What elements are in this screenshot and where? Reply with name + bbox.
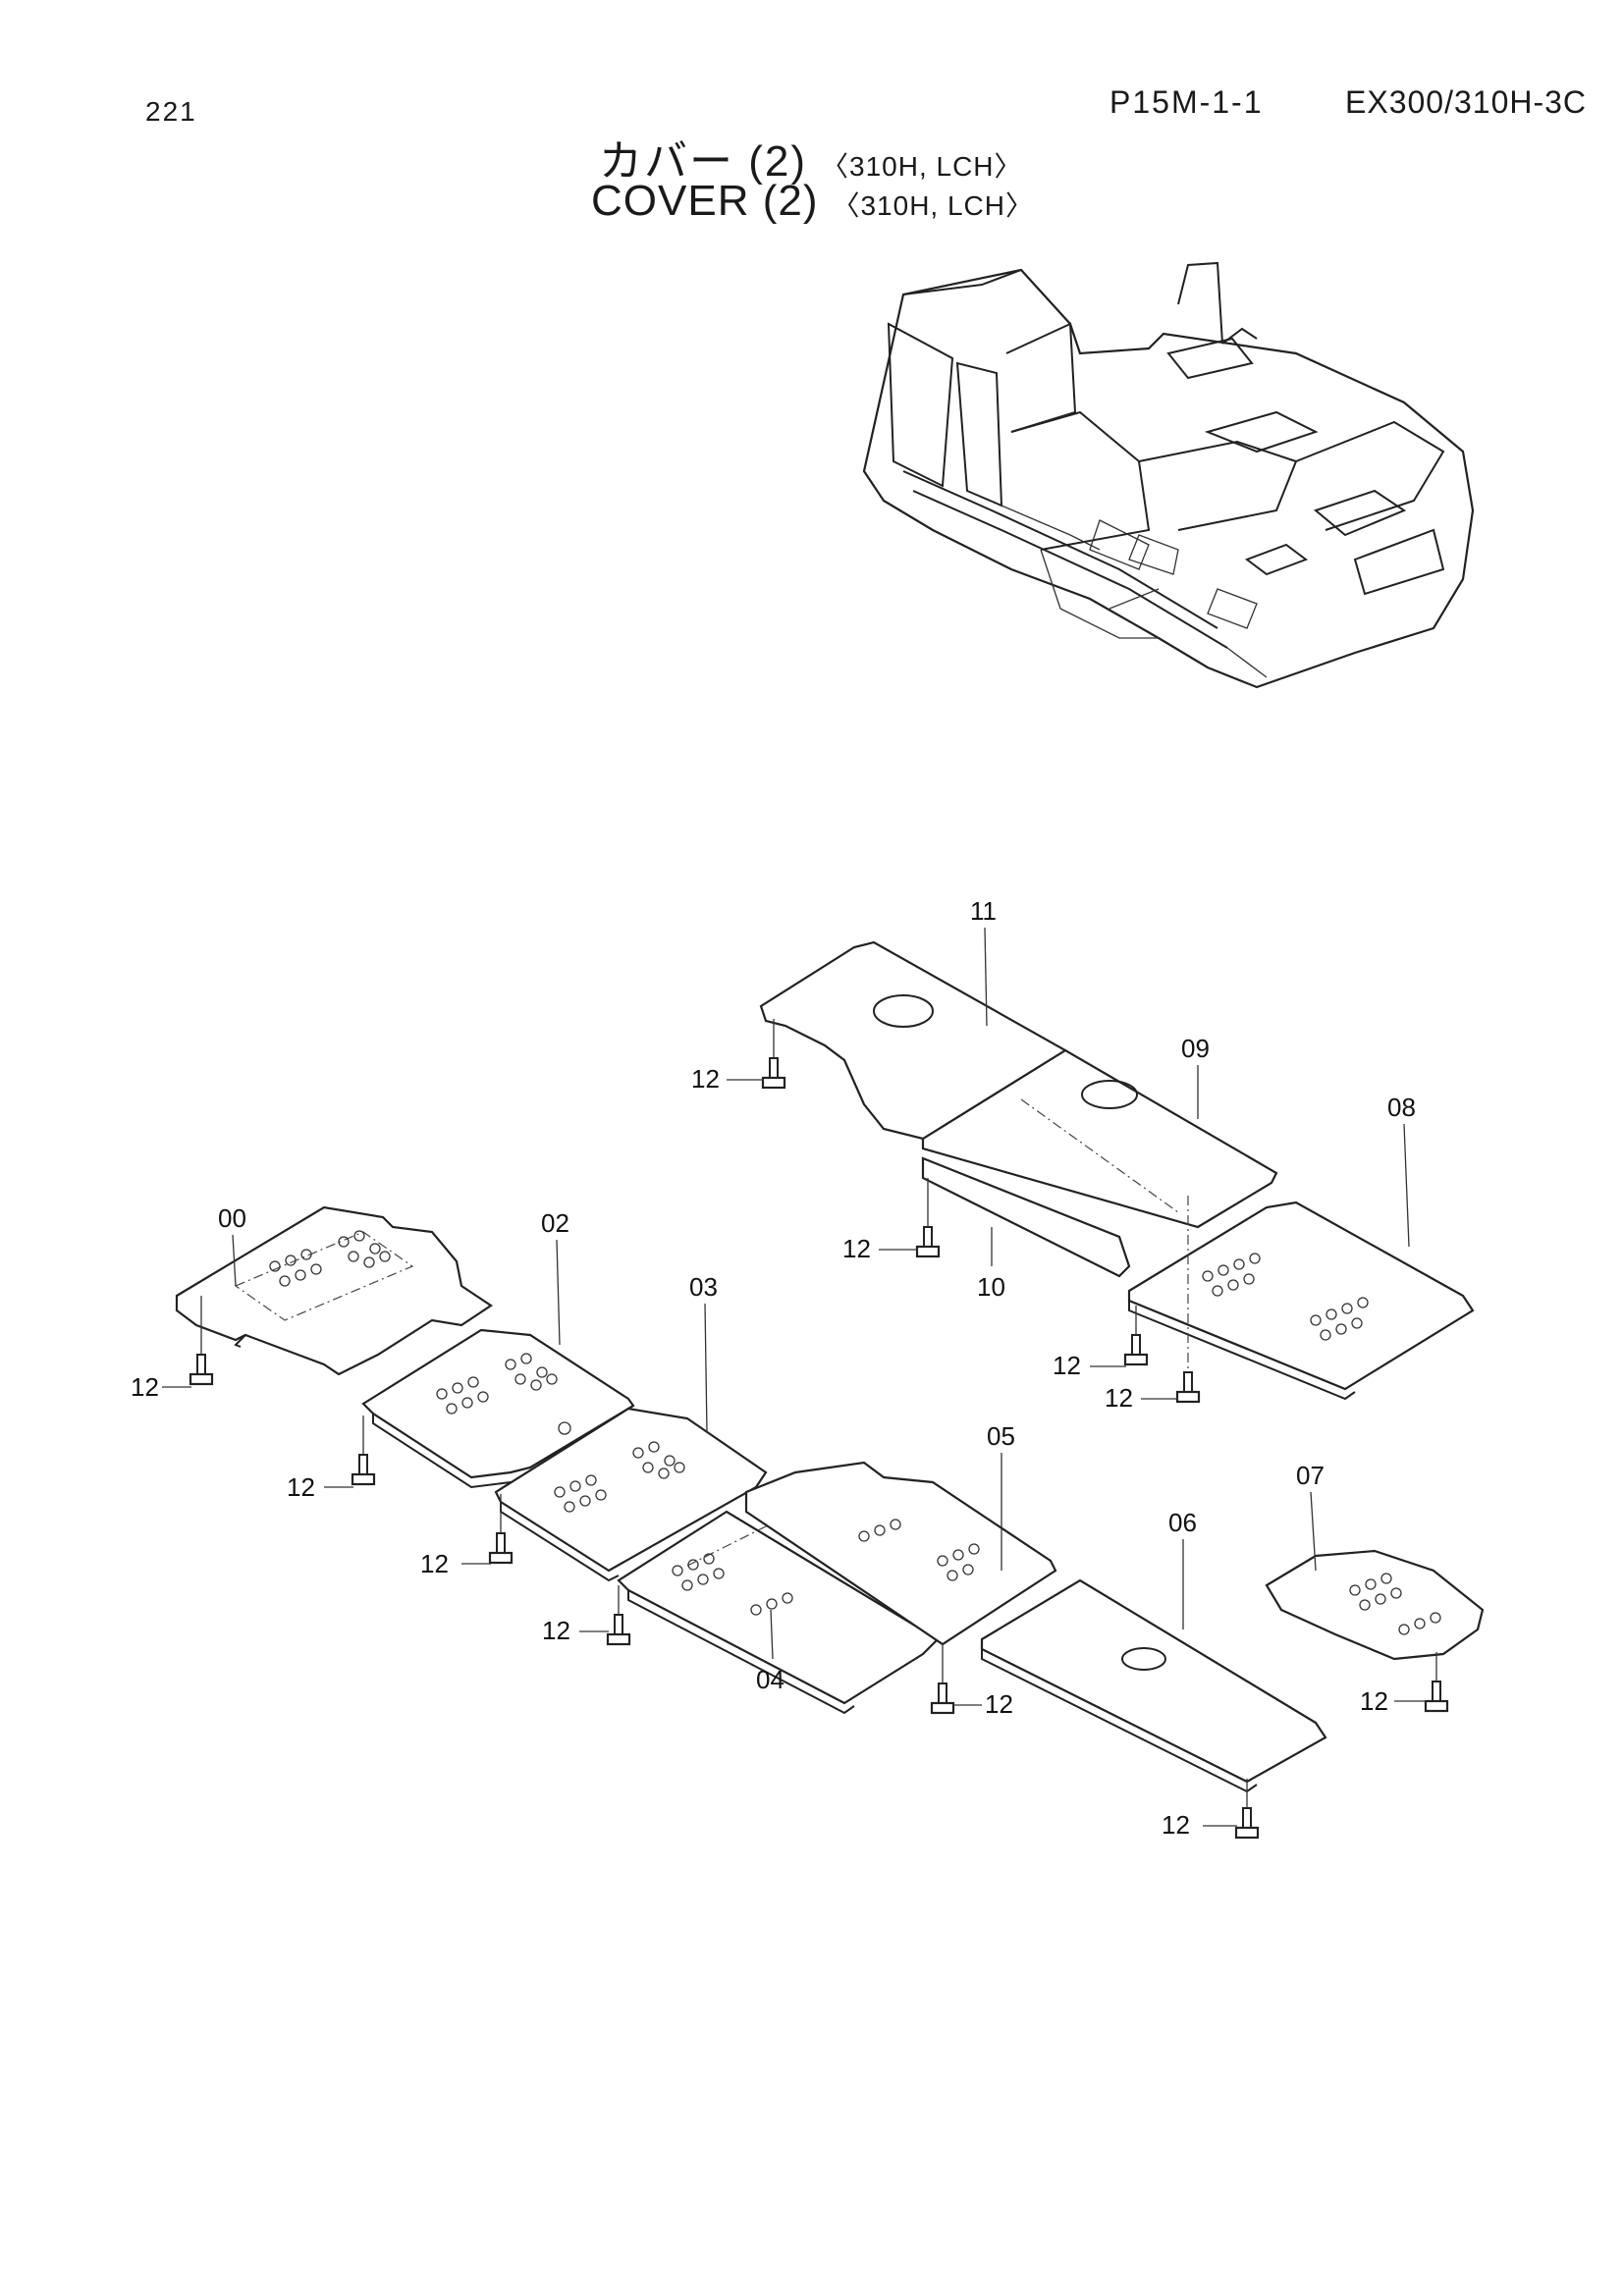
bolt-icon (606, 1585, 631, 1646)
callout-12: 12 (985, 1689, 1013, 1719)
title-english: COVER (2) 〈310H, LCH〉 (591, 177, 1034, 226)
bolt-icon (761, 1019, 786, 1090)
title-english-text: COVER (2) (591, 177, 819, 225)
bolt-icon (189, 1296, 214, 1386)
callout-11: 11 (970, 896, 997, 926)
bolt-icon (351, 1415, 376, 1486)
callout-12: 12 (1162, 1810, 1190, 1840)
callout-05: 05 (987, 1421, 1015, 1451)
callout-07: 07 (1296, 1461, 1325, 1490)
bolts-part-12 (189, 1019, 1449, 1840)
callout-12: 12 (420, 1549, 449, 1578)
bolt-icon (1123, 1306, 1149, 1366)
panel-part-10 (921, 1156, 1131, 1278)
bolt-icon (1234, 1779, 1260, 1840)
bolt-icon (930, 1644, 955, 1715)
panel-part-05 (744, 1461, 1057, 1646)
title-japanese: カバー (2) 〈310H, LCH〉 (599, 126, 1023, 188)
panel-part-11 (759, 940, 1068, 1141)
title-japanese-text: カバー (2) (599, 137, 807, 186)
section-code: P15M-1-1 (1109, 84, 1264, 120)
callout-02: 02 (541, 1208, 569, 1238)
callout-00: 00 (218, 1203, 246, 1233)
leader-lines (162, 927, 1427, 1827)
callout-08: 08 (1387, 1093, 1416, 1122)
panel-part-06 (980, 1578, 1327, 1793)
callout-04: 04 (756, 1665, 784, 1694)
panel-part-02 (361, 1328, 635, 1489)
panel-part-04 (617, 1510, 940, 1715)
callout-12: 12 (842, 1234, 871, 1263)
callout-10: 10 (977, 1272, 1005, 1302)
callout-12: 12 (131, 1372, 159, 1402)
panel-part-07 (1265, 1549, 1485, 1661)
bolt-icon (915, 1178, 941, 1258)
bolt-icon (488, 1494, 514, 1565)
callout-06: 06 (1168, 1508, 1197, 1537)
bolt-icon (1424, 1652, 1449, 1713)
machine-model: EX300/310H-3C (1345, 84, 1588, 120)
title-english-variant: 〈310H, LCH〉 (832, 190, 1034, 221)
callout-12: 12 (1053, 1351, 1081, 1380)
callout-12: 12 (691, 1064, 720, 1094)
page-number: 221 (145, 96, 197, 127)
callout-labels: 00 02 03 04 05 06 07 08 09 10 11 12 12 1… (131, 896, 1416, 1840)
panel-part-00 (175, 1205, 493, 1376)
bolt-icon (1175, 1196, 1201, 1404)
excavator-overview-illustration (862, 261, 1475, 689)
callout-12: 12 (1105, 1383, 1133, 1413)
callout-12: 12 (287, 1472, 315, 1502)
callout-03: 03 (689, 1272, 718, 1302)
panel-part-08 (1127, 1201, 1475, 1401)
callout-12: 12 (542, 1616, 570, 1645)
callout-09: 09 (1181, 1034, 1210, 1063)
callout-12: 12 (1360, 1686, 1388, 1716)
title-japanese-variant: 〈310H, LCH〉 (821, 151, 1023, 182)
